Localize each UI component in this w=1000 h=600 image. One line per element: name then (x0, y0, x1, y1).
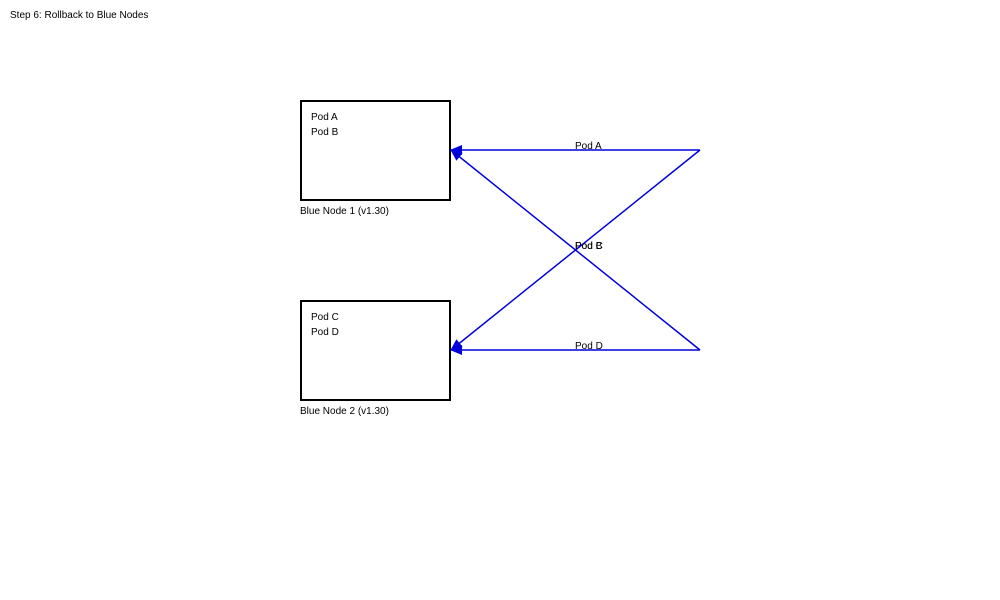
blue-node-1-label: Blue Node 1 (v1.30) (300, 206, 389, 217)
page-title: Step 6: Rollback to Blue Nodes (10, 10, 149, 21)
connection-arrow (450, 149, 701, 351)
pod-label: Pod C (311, 312, 339, 323)
connection-label: Pod A (575, 141, 602, 152)
blue-node-2-label: Blue Node 2 (v1.30) (300, 406, 389, 417)
blue-node-1-box[interactable]: Pod A Pod B (300, 100, 451, 201)
pod-label: Pod D (311, 327, 339, 338)
blue-node-2-box[interactable]: Pod C Pod D (300, 300, 451, 401)
connection-label: Pod B (575, 241, 603, 252)
connection-pod-a: Pod A (450, 141, 700, 155)
connection-label: Pod D (575, 341, 603, 352)
pod-label: Pod A (311, 112, 338, 123)
pod-label: Pod B (311, 127, 339, 138)
connection-pod-d: Pod D (450, 341, 700, 355)
connection-pod-c: Pod C (450, 149, 701, 351)
connection-label: Pod C (575, 241, 603, 252)
